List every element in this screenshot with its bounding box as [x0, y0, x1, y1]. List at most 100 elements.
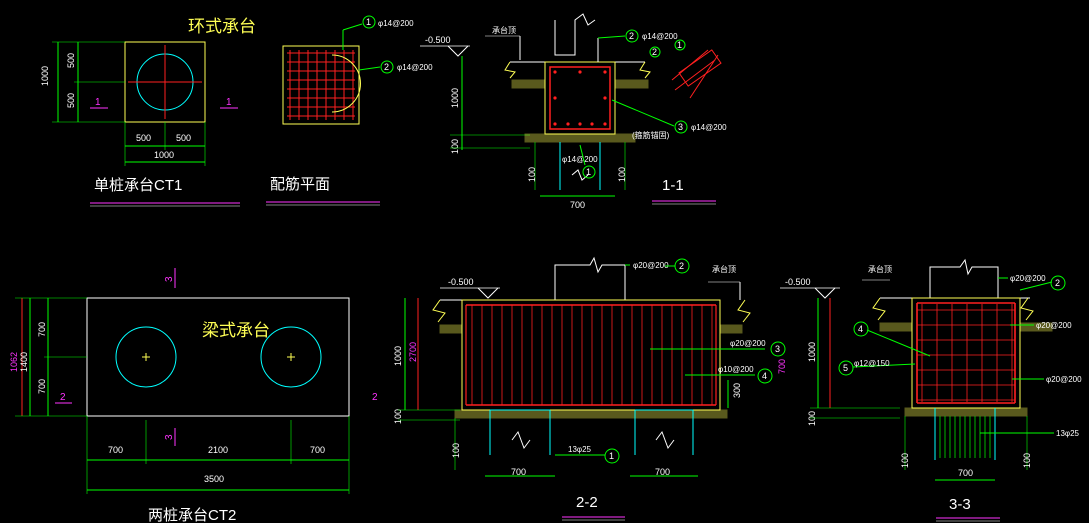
sec3-bubble-4 [853, 321, 869, 337]
sec1-rebar-2-label: φ14@200 [642, 32, 678, 41]
svg-text:5: 5 [843, 363, 848, 373]
ct2-title: 两桩承台CT2 [148, 507, 236, 523]
sec1-note-right: (箍筋锚固) [632, 130, 670, 140]
sec3-bubble-2 [1050, 275, 1066, 291]
sec3-pile [934, 408, 996, 460]
svg-text:3: 3 [775, 344, 780, 354]
ct2-cap-outline [86, 297, 350, 417]
sec2-cushion [454, 409, 728, 419]
svg-text:1: 1 [586, 167, 591, 177]
plan-rebar-2-label: φ14@200 [397, 63, 433, 72]
sec1-cap-outline [544, 61, 616, 135]
ct1-dim-h-bot: 500 [66, 93, 76, 108]
sec1-detail-bubble-2: 2 [652, 47, 657, 57]
sec1-hook-detail [671, 49, 719, 99]
sec3-elevation-mark [814, 287, 836, 299]
sec1-rebar-cage [549, 66, 611, 130]
ct2-section-mark-bottom: 3 [164, 434, 175, 440]
sec3-elevation: -0.500 [785, 277, 811, 287]
svg-text:3: 3 [678, 122, 683, 132]
ct2-section-mark-left: 2 [60, 392, 66, 403]
sec1-bubble-3 [674, 120, 688, 134]
ct2-dim-w-right: 700 [310, 445, 325, 455]
sec1-note-top: 承台顶 [492, 25, 516, 35]
sec3-dim-right: 100 [1022, 453, 1032, 468]
sec3-cushion [904, 407, 1028, 417]
plan-bubble-2 [380, 60, 394, 74]
svg-text:2: 2 [679, 261, 684, 271]
sec3-rebar-2-label: φ20@200 [1010, 274, 1046, 283]
sec3-cap-outline [911, 297, 1021, 409]
sec1-dim-small: 100 [450, 139, 460, 154]
ct1-dim-h-total: 1000 [40, 66, 50, 86]
sec2-rebar-2-label: φ20@200 [633, 261, 669, 270]
sec2-dim-depth2: 2700 [408, 342, 418, 362]
ct2-dim-outer: 1062 [9, 352, 19, 372]
rebar-plan-title: 配筋平面 [270, 176, 330, 193]
sec1-bubble-1 [582, 165, 596, 179]
rebar-plan-mesh [287, 50, 355, 120]
svg-text:1: 1 [609, 451, 614, 461]
sec2-bubble-2 [674, 258, 690, 274]
sec3-dim-pile: 700 [958, 468, 973, 478]
ct2-plan: 梁式承台 1062 1400 700 700 700 2100 700 3500… [9, 268, 350, 523]
sec3-bubble-5 [838, 360, 854, 376]
rebar-plan-pile-arc [331, 54, 361, 113]
sec2-dim-small: 100 [393, 409, 403, 424]
sec2-bottom-rebar-label: 13φ25 [568, 445, 592, 454]
rebar-plan: 1 φ14@200 2 φ14@200 配筋平面 [266, 15, 433, 206]
sec2-dim-pile-right: 700 [655, 467, 670, 477]
section-2-2: -0.500 承台顶 1000 2700 100 2 φ20@200 2 [372, 256, 786, 521]
sec2-elevation-mark [477, 287, 499, 299]
sec3-dim-small: 100 [807, 411, 817, 426]
sec1-dim-right: 100 [617, 167, 627, 182]
ct2-dim-h-top: 700 [37, 322, 47, 337]
sec2-column-stub [554, 256, 626, 300]
ct2-heading: 梁式承台 [202, 321, 270, 340]
sec2-dim-pile-left: 700 [511, 467, 526, 477]
sec3-rebar-grid [916, 302, 1016, 404]
ct1-dim-w-left: 500 [136, 133, 151, 143]
sec1-dim-pile: 700 [570, 200, 585, 210]
ct1-section-mark-right: 1 [226, 97, 232, 108]
sec2-section-mark-left: 2 [372, 392, 378, 403]
svg-text:1: 1 [366, 17, 371, 27]
sec1-rebar-1-label: φ14@200 [562, 155, 598, 164]
ct1-dim-w-right: 500 [176, 133, 191, 143]
ct1-dim-h-top: 500 [66, 53, 76, 68]
svg-text:2: 2 [629, 31, 634, 41]
sec1-column-stub [554, 13, 596, 56]
ct1-title: 单桩承台CT1 [94, 177, 182, 194]
svg-text:4: 4 [858, 324, 863, 334]
ct1-dim-w-total: 1000 [154, 150, 174, 160]
ct2-dim-h-total: 1400 [19, 352, 29, 372]
plan-rebar-1-label: φ14@200 [378, 19, 414, 28]
svg-text:2: 2 [384, 62, 389, 72]
svg-text:4: 4 [762, 371, 767, 381]
sec2-title: 2-2 [576, 494, 598, 511]
sec2-dim-left: 100 [451, 443, 461, 458]
sec1-pile [559, 142, 601, 190]
rebar-plan-outline [282, 45, 360, 125]
sec3-dim-depth: 1000 [807, 342, 817, 362]
sec3-title: 3-3 [949, 496, 971, 513]
ct1-plan: 环式承台 1000 500 500 500 500 1000 1 1 单桩承台C… [40, 17, 256, 207]
sec3-bottom-rebar-label: 13φ25 [1056, 429, 1080, 438]
sec2-dim-depth: 1000 [393, 346, 403, 366]
sec1-rebar-3-label: φ14@200 [691, 123, 727, 132]
sec2-cap-outline [461, 299, 721, 411]
plan-bubble-1 [362, 15, 376, 29]
ct2-dim-h-bot: 700 [37, 379, 47, 394]
sec2-bubble-1 [604, 448, 620, 464]
sec3-note-top: 承台顶 [868, 264, 892, 274]
sec3-column-stub [929, 258, 999, 298]
sec3-rebar-4-label: φ20@200 [1036, 321, 1072, 330]
sec1-bubble-2 [625, 29, 639, 43]
ct2-dim-w-mid: 2100 [208, 445, 228, 455]
sec2-rebar-3-label: φ20@200 [730, 339, 766, 348]
sec1-elevation: -0.500 [425, 35, 451, 45]
sec2-pile-right [634, 409, 694, 455]
svg-text:2: 2 [1055, 278, 1060, 288]
ct2-pile-left [115, 326, 177, 388]
